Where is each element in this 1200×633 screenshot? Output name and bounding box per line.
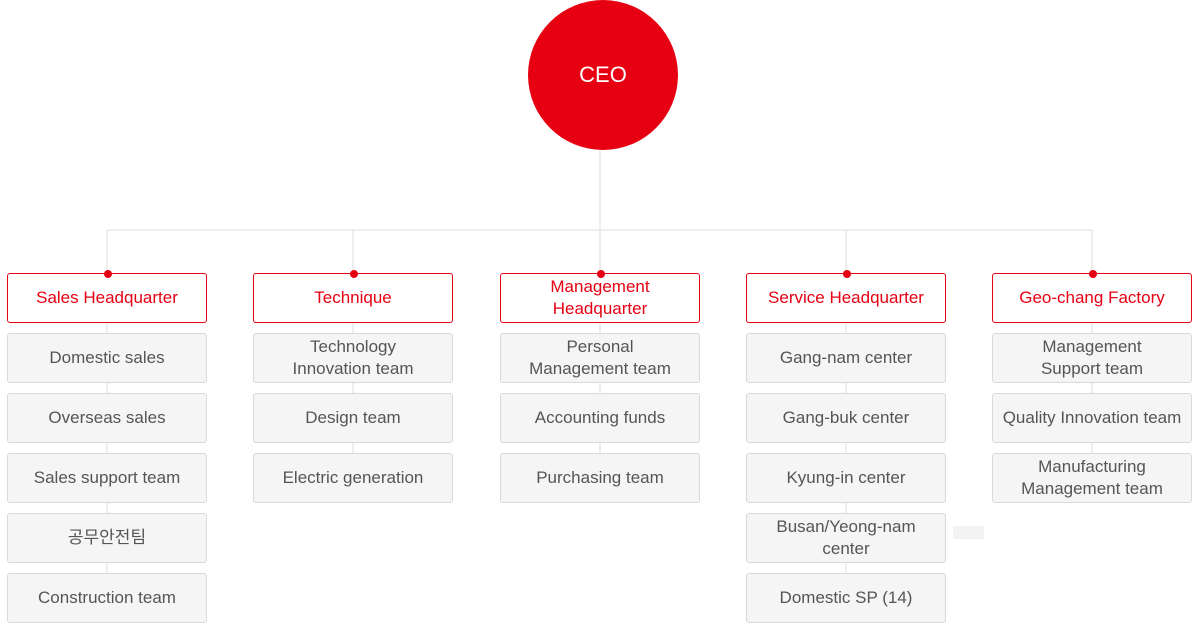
team-box: Accounting funds: [500, 393, 700, 443]
department-head-factory: Geo-chang Factory: [992, 270, 1192, 323]
department-name: Sales Headquarter: [36, 288, 178, 307]
department-service: Service Headquarter Gang-nam center Gang…: [746, 270, 946, 623]
department-technique: Technique Technology Innovation team Des…: [253, 270, 453, 503]
department-head-technique: Technique: [253, 270, 453, 323]
connector-dot: [843, 270, 851, 278]
department-head-sales: Sales Headquarter: [7, 270, 207, 323]
team-box: Design team: [253, 393, 453, 443]
team-box: Construction team: [7, 573, 207, 623]
department-sales: Sales Headquarter Domestic sales Oversea…: [7, 270, 207, 623]
department-name: Service Headquarter: [768, 288, 924, 307]
team-box: 공무안전팀: [7, 513, 207, 563]
connector-dot: [104, 270, 112, 278]
department-head-management: Management Headquarter: [500, 270, 700, 323]
team-box: Gang-nam center: [746, 333, 946, 383]
team-box: Domestic sales: [7, 333, 207, 383]
team-box: Sales support team: [7, 453, 207, 503]
team-box: Manufacturing Management team: [992, 453, 1192, 503]
ceo-node: CEO: [528, 0, 678, 150]
team-box: Overseas sales: [7, 393, 207, 443]
team-box: Personal Management team: [500, 333, 700, 383]
department-management: Management Headquarter Personal Manageme…: [500, 270, 700, 503]
team-box: Busan/Yeong-nam center: [746, 513, 946, 563]
department-name: Geo-chang Factory: [1019, 288, 1165, 307]
department-name: Technique: [314, 288, 392, 307]
connector-dot: [350, 270, 358, 278]
faint-placeholder: [953, 526, 984, 539]
department-name: Management Headquarter: [550, 277, 650, 318]
team-box: Quality Innovation team: [992, 393, 1192, 443]
team-box: Management Support team: [992, 333, 1192, 383]
team-box: Domestic SP (14): [746, 573, 946, 623]
connector-dot: [1089, 270, 1097, 278]
ceo-label: CEO: [579, 62, 627, 87]
connector-dot: [597, 270, 605, 278]
team-box: Kyung-in center: [746, 453, 946, 503]
department-factory: Geo-chang Factory Management Support tea…: [992, 270, 1192, 503]
team-box: Gang-buk center: [746, 393, 946, 443]
team-box: Technology Innovation team: [253, 333, 453, 383]
department-head-service: Service Headquarter: [746, 270, 946, 323]
team-box: Purchasing team: [500, 453, 700, 503]
team-box: Electric generation: [253, 453, 453, 503]
